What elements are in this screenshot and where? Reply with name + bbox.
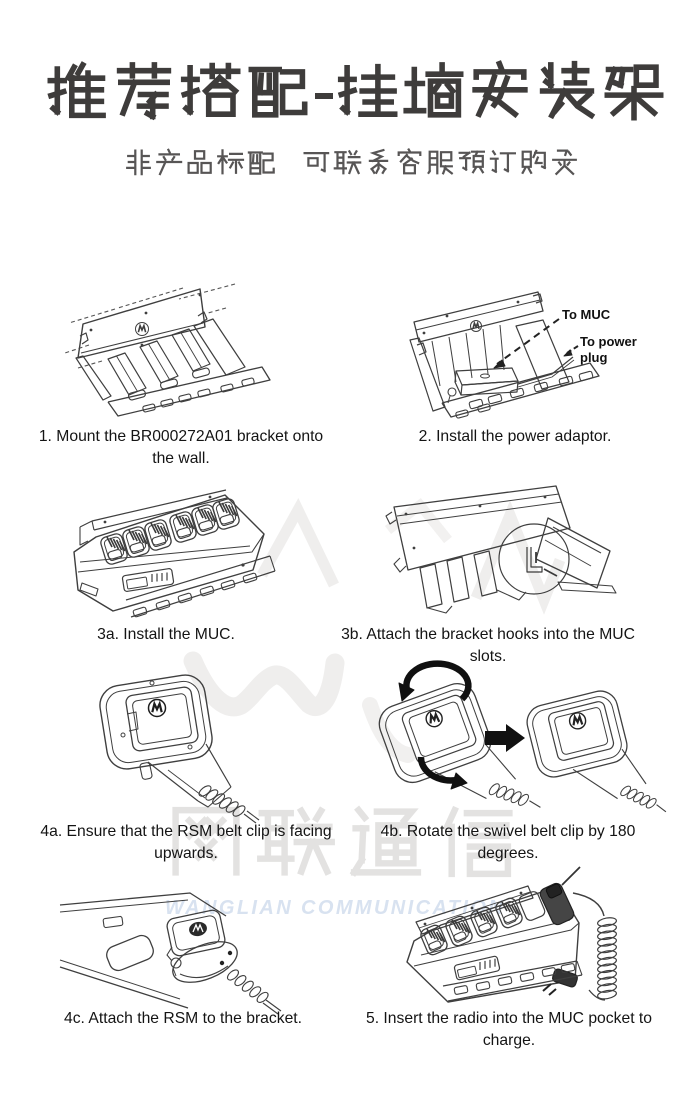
svg-text:To power: To power (580, 334, 637, 349)
svg-text:WANGLIAN COMMUNICATION: WANGLIAN COMMUNICATION (165, 897, 505, 919)
svg-text:plug: plug (580, 350, 607, 365)
svg-text:To MUC: To MUC (562, 307, 611, 322)
